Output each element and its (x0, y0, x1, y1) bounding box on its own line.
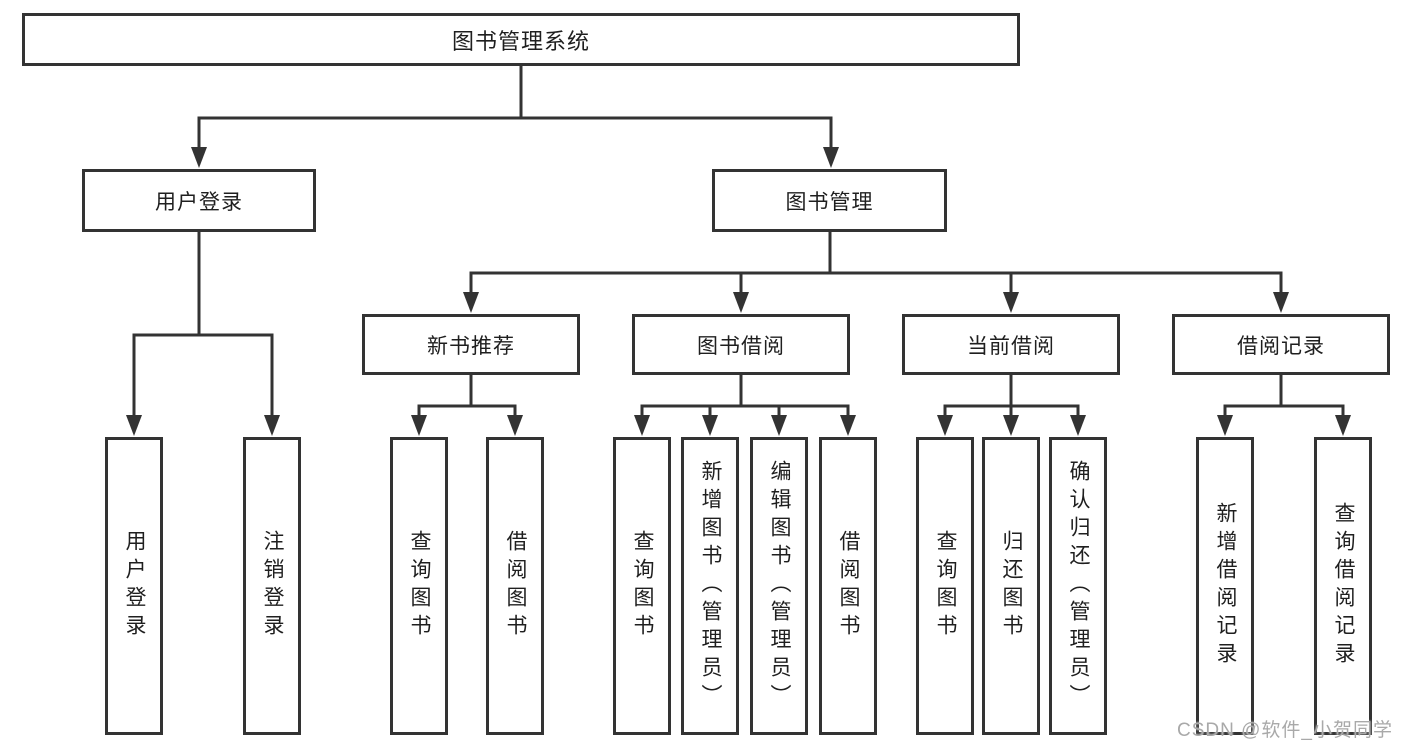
watermark: CSDN @软件_小贺同学 (1177, 720, 1393, 741)
node-book-borrowing: 图书借阅 (632, 314, 850, 375)
arrow-head (191, 147, 207, 168)
arrow-head (1003, 292, 1019, 313)
leaf-query-books-newbook: 查询图书 (390, 437, 448, 735)
node-label: 用户登录 (155, 190, 243, 214)
node-current-borrowing: 当前借阅 (902, 314, 1120, 375)
arrow-head (463, 292, 479, 313)
leaf-query-books-current: 查询图书 (916, 437, 974, 735)
leaf-user-login: 用户登录 (105, 437, 163, 735)
arrow-head (1217, 415, 1233, 436)
arrow-head (1335, 415, 1351, 436)
node-label: 借阅记录 (1237, 334, 1325, 358)
node-label: 新书推荐 (427, 334, 515, 358)
arrow-head (702, 415, 718, 436)
arrow-head (823, 147, 839, 168)
arrow-head (411, 415, 427, 436)
node-label: 图书借阅 (697, 334, 785, 358)
leaf-logout-login: 注销登录 (243, 437, 301, 735)
node-label: 图书管理 (785, 190, 874, 214)
arrow-head (733, 292, 749, 313)
edges-records-to-leaves (1217, 373, 1351, 436)
arrow-head (507, 415, 523, 436)
edges-newbook-to-leaves (411, 373, 523, 436)
arrow-head (1070, 415, 1086, 436)
arrow-head (126, 415, 142, 436)
leaf-add-books-admin: 新增图书（管理员） (681, 437, 739, 735)
leaf-confirm-return-admin: 确认归还（管理员） (1049, 437, 1107, 735)
node-label: 当前借阅 (967, 334, 1055, 358)
edges-borrow-to-leaves (634, 373, 856, 436)
node-borrowing-records: 借阅记录 (1172, 314, 1390, 375)
edges-bookmgmt-to-level3 (463, 230, 1289, 313)
leaf-borrow-books-borrowing: 借阅图书 (819, 437, 877, 735)
leaf-query-books-borrowing: 查询图书 (613, 437, 671, 735)
arrow-head (840, 415, 856, 436)
node-label: 图书管理系统 (451, 28, 590, 54)
arrow-head (1003, 415, 1019, 436)
leaf-return-books: 归还图书 (982, 437, 1040, 735)
edges-root-to-level2 (191, 64, 839, 168)
node-library-management-system: 图书管理系统 (22, 13, 1020, 66)
arrow-head (264, 415, 280, 436)
arrow-head (634, 415, 650, 436)
node-new-book-recommendation: 新书推荐 (362, 314, 580, 375)
edges-userlogin-to-leaves (126, 230, 280, 436)
arrow-head (937, 415, 953, 436)
node-user-login: 用户登录 (82, 169, 316, 232)
leaf-add-borrow-record: 新增借阅记录 (1196, 437, 1254, 735)
edges-current-to-leaves (937, 373, 1086, 436)
arrow-head (771, 415, 787, 436)
leaf-borrow-books-newbook: 借阅图书 (486, 437, 544, 735)
leaf-query-borrow-record: 查询借阅记录 (1314, 437, 1372, 735)
node-book-management: 图书管理 (712, 169, 947, 232)
arrow-head (1273, 292, 1289, 313)
leaf-edit-books-admin: 编辑图书（管理员） (750, 437, 808, 735)
